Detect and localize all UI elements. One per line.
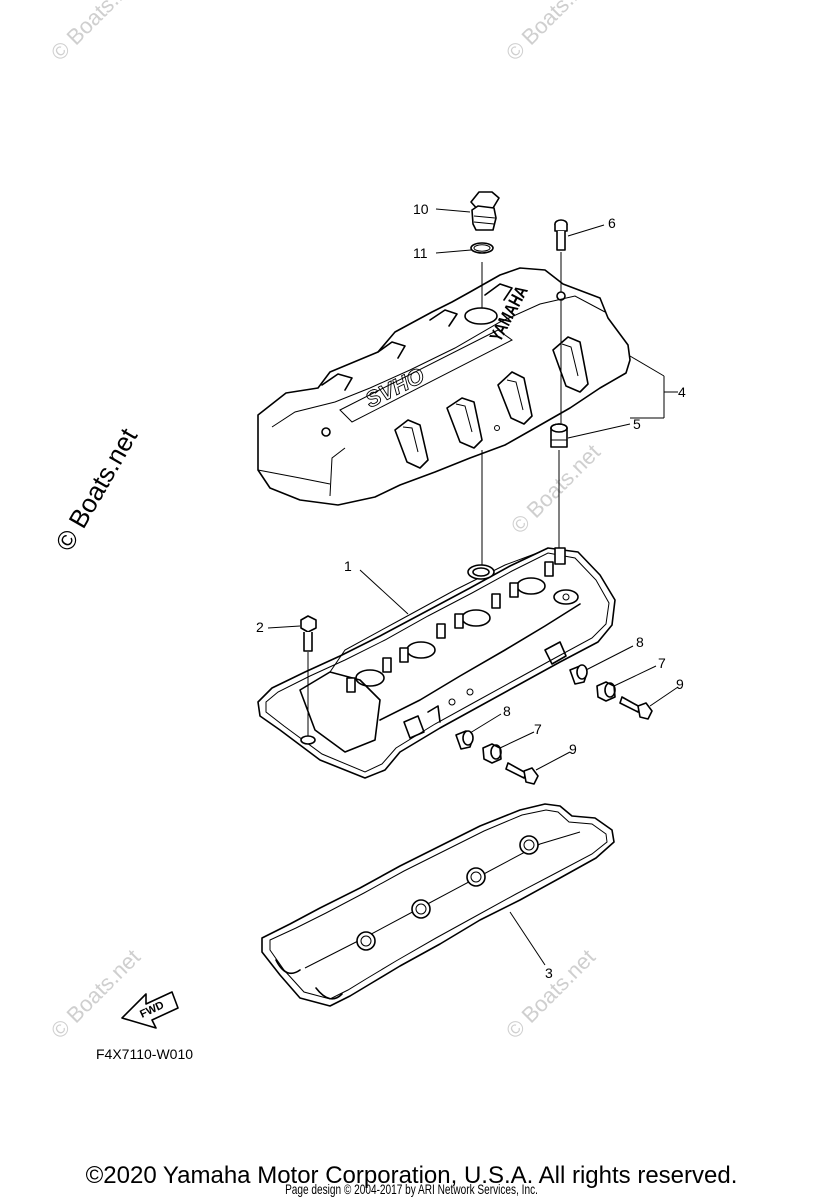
watermark-bottom-right: © Boats.net bbox=[501, 944, 600, 1043]
callout-8-left: 8 bbox=[503, 703, 511, 719]
callout-6: 6 bbox=[608, 215, 616, 231]
callout-7-left: 7 bbox=[534, 721, 542, 737]
page-credit: Page design © 2004-2017 by ARI Network S… bbox=[285, 1181, 538, 1197]
grommet-5 bbox=[550, 423, 568, 448]
callout-5: 5 bbox=[633, 416, 641, 432]
callout-8-right: 8 bbox=[636, 634, 644, 650]
watermark-layer: © Boats.net © Boats.net © Boats.net © Bo… bbox=[46, 0, 605, 1044]
watermark-main: © Boats.net bbox=[49, 422, 143, 556]
callout-2: 2 bbox=[256, 619, 264, 635]
screw-6 bbox=[554, 219, 568, 251]
gasket-3 bbox=[261, 803, 615, 1007]
callout-1: 1 bbox=[344, 558, 352, 574]
o-ring-11 bbox=[470, 242, 494, 254]
callout-labels: 10 11 6 4 5 1 2 8 7 9 8 7 9 3 bbox=[256, 201, 686, 981]
bolt-2 bbox=[300, 615, 317, 652]
watermark-top-right: © Boats.net bbox=[501, 0, 600, 66]
copyright-notice: ©2020 Yamaha Motor Corporation, U.S.A. A… bbox=[85, 1162, 738, 1189]
callout-10: 10 bbox=[413, 201, 429, 217]
figure-code: F4X7110-W010 bbox=[96, 1046, 194, 1062]
watermark-bottom-left: © Boats.net bbox=[46, 944, 145, 1043]
callout-7-right: 7 bbox=[658, 655, 666, 671]
cylinder-head-cover: SVHO YAMAHA bbox=[257, 267, 631, 506]
watermark-top-left: © Boats.net bbox=[46, 0, 145, 66]
callout-4: 4 bbox=[678, 384, 686, 400]
cover-base bbox=[257, 547, 616, 779]
callout-9-left: 9 bbox=[569, 741, 577, 757]
oil-filler-cap bbox=[470, 191, 500, 231]
leader-lines bbox=[267, 208, 679, 966]
callout-3: 3 bbox=[545, 965, 553, 981]
damper-set-right bbox=[569, 664, 653, 720]
watermark-mid-right: © Boats.net bbox=[506, 439, 605, 538]
callout-11: 11 bbox=[413, 245, 428, 261]
fwd-arrow-icon: FWD bbox=[121, 991, 179, 1029]
callout-9-right: 9 bbox=[676, 676, 684, 692]
damper-set-left bbox=[455, 730, 539, 785]
